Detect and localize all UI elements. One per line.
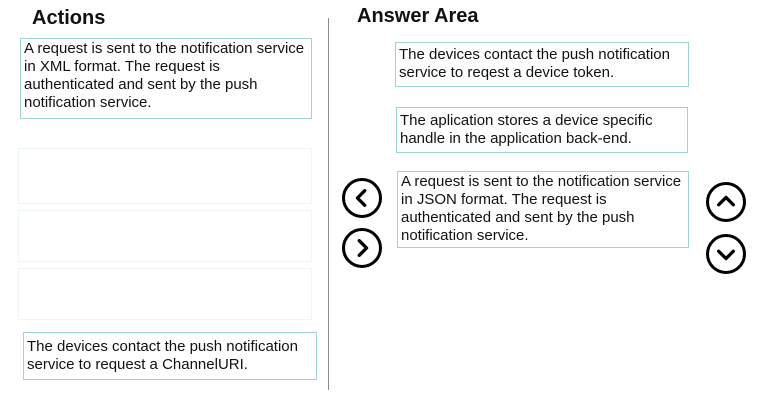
chevron-down-icon (717, 249, 735, 261)
empty-action-slot (18, 268, 312, 320)
move-up-button[interactable] (706, 182, 746, 222)
answer-item[interactable]: The devices contact the push notificatio… (395, 42, 689, 87)
answer-area-heading: Answer Area (357, 5, 479, 27)
empty-action-slot (18, 210, 312, 262)
actions-heading: Actions (32, 7, 106, 29)
column-divider (328, 18, 329, 390)
move-right-button[interactable] (342, 228, 382, 268)
move-left-button[interactable] (342, 178, 382, 218)
chevron-right-icon (357, 239, 369, 257)
action-item[interactable]: The devices contact the push notificatio… (23, 332, 317, 380)
answer-item[interactable]: A request is sent to the notification se… (397, 171, 689, 248)
chevron-up-icon (717, 195, 735, 207)
answer-item[interactable]: The aplication stores a device specific … (396, 107, 688, 153)
move-down-button[interactable] (706, 234, 746, 274)
action-item[interactable]: A request is sent to the notification se… (20, 38, 312, 119)
chevron-left-icon (355, 189, 367, 207)
empty-action-slot (18, 148, 312, 204)
